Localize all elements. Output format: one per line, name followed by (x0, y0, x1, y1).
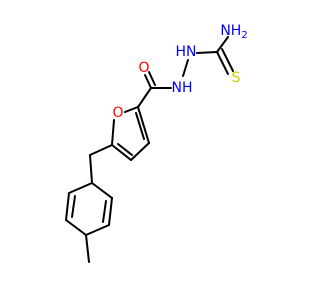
bond-c-s-2 (221, 48, 234, 72)
bond-c5-c4 (111, 144, 132, 161)
bond-o1-c5 (111, 119, 115, 146)
bond-c-hn (196, 51, 218, 54)
bond-ph-5 (65, 192, 70, 221)
bond-c3-c2-inner (135, 112, 145, 140)
hydrazine-nh-lower-label: NH (172, 80, 193, 96)
carbonyl-oxygen-label: O (138, 60, 149, 76)
bond-ph-2-inner (102, 200, 107, 223)
bond-ph-5-inner (71, 195, 76, 218)
bond-ph-4 (65, 219, 87, 236)
amine-label: NH2 (220, 23, 247, 41)
hydrazine-nh-upper-label: HN (176, 44, 197, 60)
atom-labels: NH2 S HN NH O O (112, 23, 247, 121)
bond-nn (182, 59, 189, 77)
bond-methyl (85, 234, 90, 263)
bond-c5-ch2 (89, 144, 113, 156)
bond-co-2 (148, 71, 156, 86)
bond-c5-c4-inner (117, 143, 133, 156)
bond-ch2-ph (89, 154, 93, 184)
bond-c-s-1 (216, 51, 229, 75)
bond-c3-c2 (137, 106, 150, 144)
bond-ph-1 (91, 182, 113, 199)
sulfur-label: S (232, 70, 241, 86)
bond-ph-3 (85, 224, 110, 236)
structure-diagram: NH2 S HN NH O O (65, 23, 248, 263)
molecule-canvas: NH2 S HN NH O O (65, 23, 248, 263)
bonds (65, 36, 234, 263)
furan-oxygen-label: O (112, 105, 123, 121)
bond-ph-6 (68, 182, 93, 194)
bond-ph-2 (108, 197, 113, 226)
bond-c2-o1 (124, 106, 139, 113)
bond-c-nh2 (216, 36, 229, 53)
bond-c4-c3 (130, 142, 150, 161)
bond-co-1 (144, 74, 152, 89)
bond-co-furan (137, 87, 152, 108)
